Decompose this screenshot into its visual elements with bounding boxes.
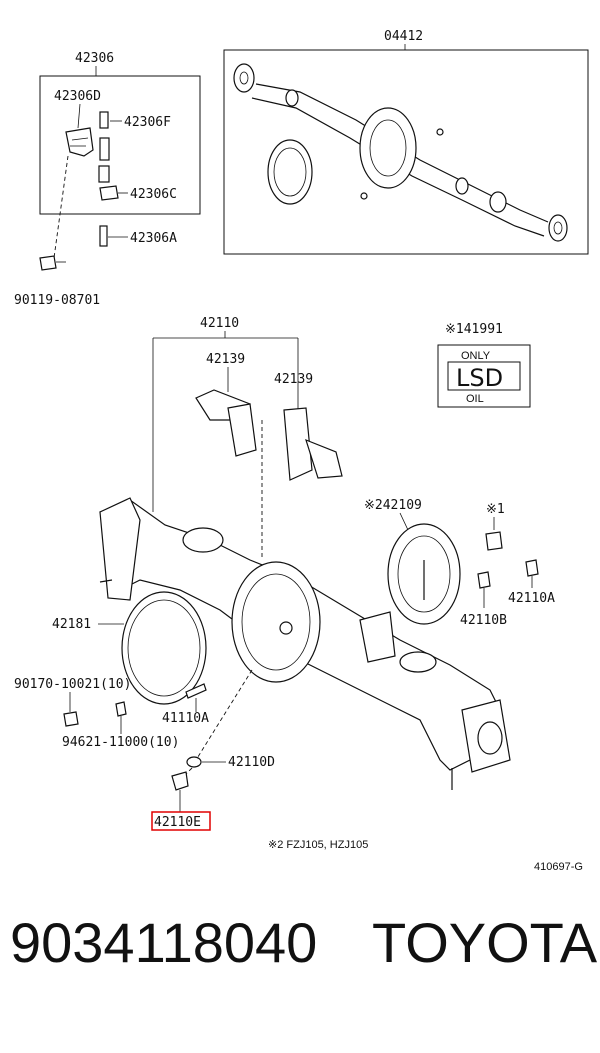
label-90119-08701[interactable]: 90119-08701 — [14, 293, 100, 308]
label-41110A[interactable]: 41110A — [162, 711, 209, 726]
flange-left — [233, 63, 255, 93]
lsd-plate — [437, 344, 531, 408]
diff-carrier — [231, 561, 321, 683]
group-box-04412 — [223, 49, 589, 255]
axle-tube-lower — [251, 97, 545, 237]
label-04412[interactable]: 04412 — [384, 29, 423, 44]
nut-42110B — [477, 571, 491, 589]
group-fasteners: 90170-10021(10) 41110A 94621-11000(10) 4… — [14, 669, 275, 831]
stud-41110A — [185, 683, 207, 699]
group-04412: 04412 — [223, 29, 589, 255]
lsd-oil-text: OIL — [466, 393, 484, 405]
lsd-main-text: LSD — [456, 364, 503, 392]
label-90170-10021[interactable]: 90170-10021(10) — [14, 677, 131, 692]
bracket-part — [65, 127, 94, 157]
label-42139-b[interactable]: 42139 — [274, 372, 313, 387]
plug-42110E — [171, 771, 189, 791]
axle-cap-right — [399, 651, 437, 673]
label-42306[interactable]: 42306 — [75, 51, 114, 66]
model-note: ※2 FZJ105, HZJ105 — [268, 839, 368, 851]
label-42139-a[interactable]: 42139 — [206, 352, 245, 367]
axle-shaft-right — [305, 438, 343, 479]
highlight-42110E — [151, 811, 211, 831]
label-42110D[interactable]: 42110D — [228, 755, 275, 770]
screw-part — [39, 255, 57, 271]
sleeve-part — [99, 137, 110, 161]
footer: 9034118040 TOYOTA — [0, 915, 600, 1025]
label-42306F[interactable]: 42306F — [124, 115, 171, 130]
clip-part — [99, 185, 119, 201]
joint-left — [227, 403, 257, 457]
label-141991[interactable]: ※141991 — [445, 322, 503, 337]
pin-part — [99, 225, 108, 247]
label-42109[interactable]: ※242109 — [364, 498, 422, 513]
label-42306A[interactable]: 42306A — [130, 231, 177, 246]
diff-housing — [359, 107, 417, 189]
lsd-only-text: ONLY — [461, 350, 491, 362]
washer-94621 — [115, 701, 127, 717]
label-42306D[interactable]: 42306D — [54, 89, 101, 104]
bolt-90170 — [63, 711, 79, 727]
group-42306: 42306 42306D 42306F 42306C 42306A 90119-… — [14, 51, 201, 308]
sticker-part — [485, 531, 503, 551]
bracket-right — [359, 611, 396, 663]
label-42306C[interactable]: 42306C — [130, 187, 177, 202]
group-42109: ※242109 ※1 42110B 42110A — [364, 498, 555, 628]
group-42110: 42110 42139 42139 42181 — [52, 316, 511, 790]
flange-right — [548, 214, 568, 242]
hub-left — [99, 497, 141, 601]
group-box-42306 — [39, 75, 201, 215]
label-x1[interactable]: ※1 — [486, 502, 505, 517]
label-94621-11000[interactable]: 94621-11000(10) — [62, 735, 179, 750]
group-141991: ※141991 ONLY LSD OIL — [437, 322, 531, 408]
gasket-42181 — [121, 591, 207, 705]
axle-cap-left — [182, 527, 224, 553]
brand-name: TOYOTA — [372, 911, 598, 974]
label-42110A[interactable]: 42110A — [508, 591, 555, 606]
label-42110[interactable]: 42110 — [200, 316, 239, 331]
gasket-ring — [267, 139, 313, 205]
joint-right — [283, 407, 313, 481]
label-42110E[interactable]: 42110E — [154, 815, 201, 830]
nut-42110A — [525, 559, 539, 577]
plug-42110D — [186, 756, 202, 768]
label-42110B[interactable]: 42110B — [460, 613, 507, 628]
axle-tube-upper — [255, 83, 549, 223]
diagram-ref: 410697-G — [534, 861, 583, 873]
bolt-part — [99, 111, 109, 129]
label-42181[interactable]: 42181 — [52, 617, 91, 632]
spacer-part — [98, 165, 110, 183]
part-number: 9034118040 — [10, 911, 318, 974]
